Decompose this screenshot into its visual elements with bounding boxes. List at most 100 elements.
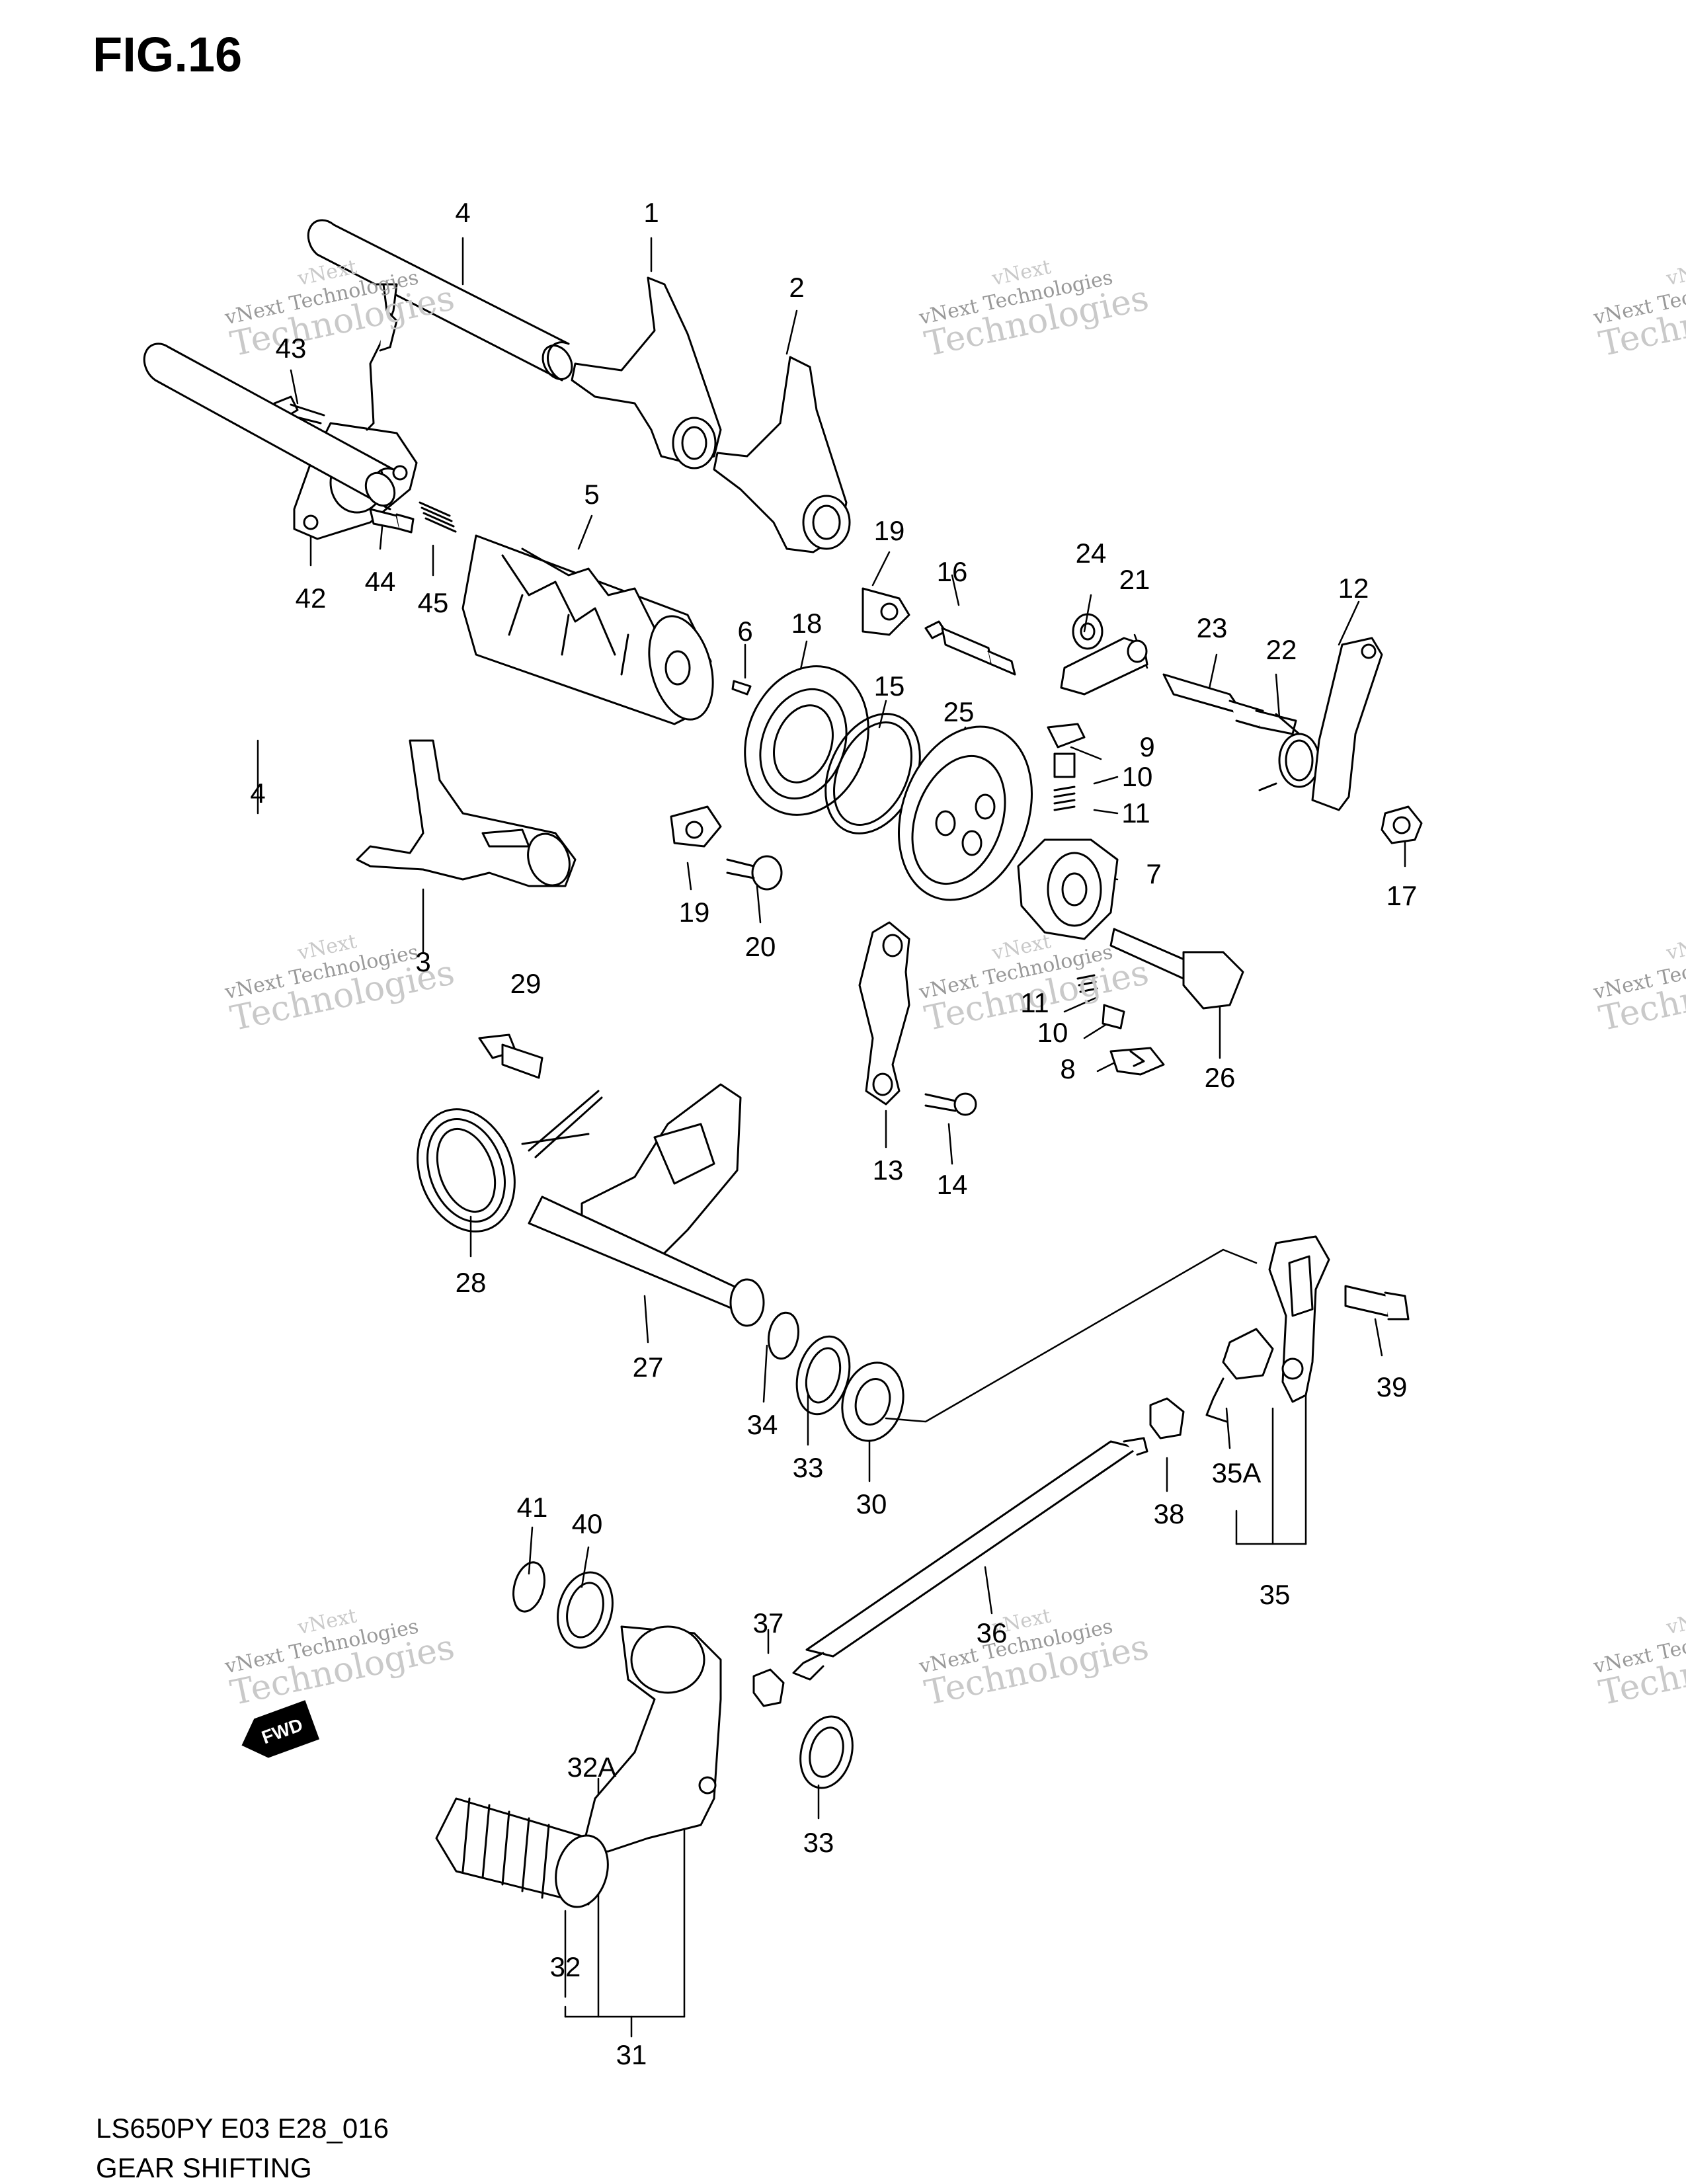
callout-label: 15 [873, 670, 905, 702]
nut-17 [1381, 805, 1423, 844]
callout-label: 13 [872, 1154, 904, 1186]
gearshift-cam-drum [462, 534, 714, 725]
section-title: GEAR SHIFTING [96, 2152, 312, 2183]
callout-label: 18 [791, 608, 823, 639]
callout-label: 42 [295, 583, 327, 614]
forward-direction-badge: FWD [232, 1697, 323, 1771]
model-code: LS650PY E03 E28_016 [96, 2113, 389, 2144]
washer-40 [557, 1571, 614, 1649]
callout-label: 19 [678, 897, 710, 928]
callout-label: 1 [643, 197, 659, 228]
pin-10-lower [1102, 1004, 1125, 1030]
circlip-34 [767, 1311, 800, 1360]
spring-11-lower [1076, 974, 1098, 993]
oil-seal-30 [841, 1361, 904, 1442]
leader-lines [257, 237, 1406, 2038]
callout-label: 12 [1338, 573, 1369, 604]
gearshift-lever-32a [581, 1625, 722, 1853]
callout-label: 39 [1376, 1371, 1408, 1402]
stopper-bolt-23 [1162, 673, 1297, 735]
callout-label: 29 [510, 968, 542, 999]
cam-drive-pin-26 [1109, 928, 1244, 1010]
washer-33-upper [795, 1335, 851, 1416]
callout-label: 4 [250, 778, 266, 809]
callout-label: 3 [415, 946, 431, 977]
callout-label: 45 [417, 587, 449, 618]
bearing-18 [744, 665, 869, 816]
callout-label: 25 [943, 696, 975, 727]
callout-label: 14 [936, 1169, 968, 1200]
callout-label: 20 [744, 931, 776, 962]
gearshift-lever-35a [1205, 1235, 1330, 1423]
callout-label: 24 [1075, 538, 1107, 569]
callout-label: 11 [1121, 797, 1150, 829]
fork-shaft-lower [143, 343, 396, 510]
callout-label: 2 [789, 272, 805, 303]
callout-label: 31 [616, 2039, 647, 2070]
cam-pawl-holder-7 [1017, 838, 1119, 940]
callout-label: 44 [364, 566, 396, 597]
callout-label: 38 [1153, 1498, 1185, 1529]
callout-label: 35 [1259, 1579, 1291, 1610]
callout-label: 16 [936, 556, 968, 587]
callout-label: 4 [455, 197, 471, 228]
callout-label: 5 [584, 479, 600, 510]
washer-24 [1072, 613, 1104, 650]
screw-14 [924, 1092, 977, 1116]
gearshift-rod-36 [792, 1437, 1148, 1681]
nut-38 [1149, 1397, 1185, 1439]
callout-label: 30 [856, 1488, 887, 1519]
circlip-41 [512, 1561, 545, 1613]
pin-10-upper [1053, 752, 1076, 778]
pawl-8-lower [1109, 1047, 1165, 1076]
callout-label: 8 [1060, 1053, 1076, 1084]
callout-label: 23 [1196, 612, 1228, 643]
neutral-switch-16 [924, 620, 1016, 676]
stopper-arm-12 [1311, 637, 1383, 811]
plate-19-upper [862, 587, 910, 636]
pin-44 [369, 508, 415, 534]
callout-label: 11 [1020, 987, 1049, 1018]
callout-label: 26 [1204, 1062, 1236, 1093]
fork-shaft-upper [307, 219, 573, 382]
shift-fork-2 [713, 356, 851, 553]
callout-label: 32 [549, 1951, 581, 1982]
stopper-arm-21 [1060, 637, 1148, 696]
figure-title: FIG.16 [93, 27, 243, 82]
guide-plate-13 [858, 921, 910, 1106]
shift-fork-3 [356, 739, 577, 887]
spring-11-upper [1053, 786, 1076, 811]
bolt-39 [1344, 1285, 1410, 1320]
footrest-rubber-32 [435, 1797, 609, 1908]
callout-label: 33 [792, 1452, 824, 1483]
callout-label: 28 [455, 1267, 487, 1298]
callout-label: 36 [976, 1617, 1008, 1648]
callout-label: 10 [1121, 761, 1153, 792]
callout-label: 6 [737, 616, 753, 647]
screw-20 [726, 855, 783, 891]
callout-label: 9 [1139, 731, 1155, 762]
callout-label: 27 [632, 1352, 664, 1383]
callout-label: 37 [752, 1607, 784, 1638]
cam-guide-25 [897, 725, 1033, 901]
pawl-9-upper [1047, 723, 1086, 748]
nut-37 [752, 1668, 785, 1707]
callout-label: 43 [275, 333, 307, 364]
spring-45 [419, 501, 457, 533]
plate-19-lower [670, 805, 722, 848]
callout-label: 19 [873, 515, 905, 546]
callout-label: 41 [516, 1492, 548, 1523]
callout-label: 40 [571, 1508, 603, 1539]
callout-label: 35A [1211, 1457, 1262, 1488]
dowel-pin-6 [731, 680, 752, 696]
callout-label: 34 [746, 1409, 778, 1440]
callout-label: 33 [803, 1827, 834, 1858]
callout-label: 10 [1037, 1017, 1068, 1048]
callout-label: 21 [1119, 564, 1150, 595]
callout-label: 7 [1146, 858, 1162, 889]
return-spring-28 [417, 1090, 603, 1233]
shaft-centerline [885, 1248, 1258, 1423]
washer-33-lower [799, 1715, 854, 1789]
callout-label: 22 [1265, 634, 1297, 665]
